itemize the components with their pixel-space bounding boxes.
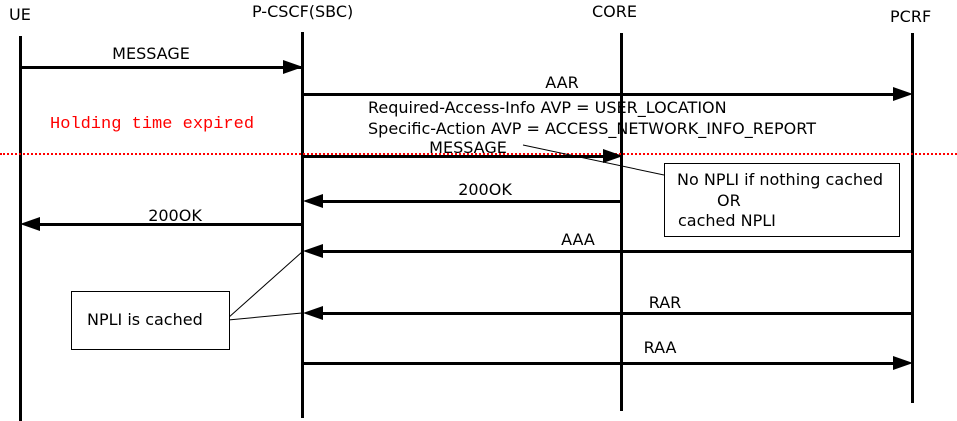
label-200ok-core-to-pcscf: 200OK (458, 180, 512, 199)
aar-detail-line-1: Required-Access-Info AVP = USER_LOCATION (368, 98, 727, 117)
aar-detail-line-2: Specific-Action AVP = ACCESS_NETWORK_INF… (368, 119, 816, 138)
arrow-aar-pcscf-to-pcrf (302, 93, 893, 96)
arrowhead-left-icon (303, 194, 323, 208)
label-200ok-pcscf-to-ue: 200OK (148, 206, 202, 225)
arrow-aaa-pcrf-to-pcscf (323, 250, 913, 253)
note-connector-line (227, 312, 303, 321)
label-raa: RAA (643, 338, 677, 357)
note-connector-line (522, 144, 665, 176)
label-aar: AAR (545, 73, 579, 92)
phase-divider-line (0, 153, 957, 155)
arrow-raa-pcscf-to-pcrf (302, 362, 893, 365)
note-text-line: No NPLI if nothing cached (677, 170, 884, 189)
label-message-pcscf-to-core: MESSAGE (429, 138, 507, 157)
note-box-npli-options: No NPLI if nothing cached OR cached NPLI (664, 163, 900, 237)
phase-marker-label: Holding time expired (50, 115, 255, 134)
note-text-line: NPLI is cached (87, 310, 203, 329)
lifeline-pcscf (301, 32, 304, 418)
actor-label-pcrf: PCRF (890, 7, 932, 26)
note-text-line: OR (717, 191, 741, 210)
label-message-ue-to-pcscf: MESSAGE (112, 44, 190, 63)
arrowhead-left-icon (20, 217, 40, 231)
arrowhead-left-icon (303, 244, 323, 258)
label-aaa: AAA (561, 230, 595, 249)
arrowhead-right-icon (283, 60, 303, 74)
note-box-npli-cached: NPLI is cached (71, 291, 230, 350)
arrowhead-right-icon (893, 356, 913, 370)
arrow-message-pcscf-to-core (302, 155, 603, 158)
label-rar: RAR (648, 293, 682, 312)
arrow-message-ue-to-pcscf (20, 66, 303, 69)
note-connector-line (227, 251, 303, 319)
actor-label-pcscf: P-CSCF(SBC) (252, 2, 354, 21)
arrow-rar-pcrf-to-pcscf (323, 312, 913, 315)
actor-label-core: CORE (592, 2, 637, 21)
arrow-200ok-pcscf-to-ue (40, 223, 302, 226)
lifeline-pcrf (911, 33, 914, 403)
arrowhead-left-icon (303, 306, 323, 320)
arrowhead-right-icon (603, 149, 623, 163)
arrowhead-right-icon (893, 87, 913, 101)
actor-label-ue: UE (9, 5, 31, 24)
arrow-200ok-core-to-pcscf (323, 200, 620, 203)
lifeline-core (620, 33, 623, 411)
note-text-line: cached NPLI (678, 211, 776, 230)
